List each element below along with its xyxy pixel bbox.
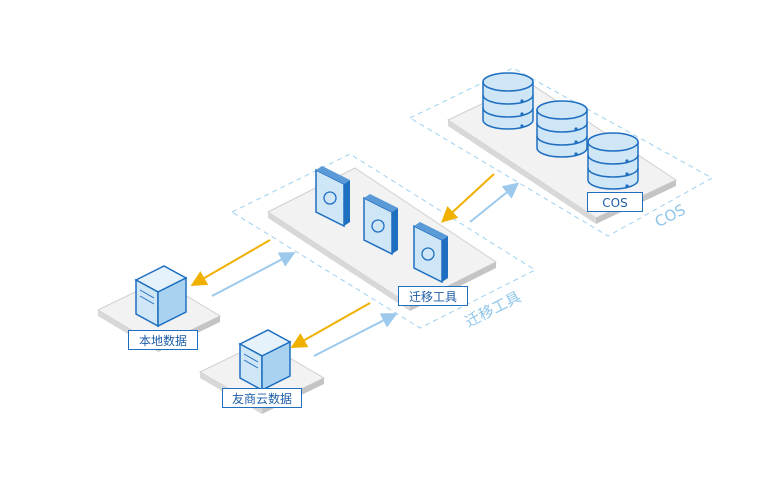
cos-to-tool-arrow — [441, 173, 495, 223]
tool-to-partner-arrow — [290, 302, 371, 348]
local-data-label: 本地数据 — [128, 330, 198, 350]
migration-tool-icon-1 — [315, 166, 350, 228]
partner-to-tool-arrow — [313, 313, 398, 357]
partner-server-icon — [238, 329, 292, 392]
tool-to-local-arrow — [190, 239, 271, 287]
local-to-tool-arrow — [211, 252, 296, 297]
partner-data-label: 友商云数据 — [222, 388, 302, 408]
tool-zone-outline — [230, 153, 537, 329]
database-icon-2 — [536, 100, 588, 158]
tool-to-cos-arrow — [469, 182, 520, 223]
cos-label: COS — [587, 192, 643, 212]
local-server-icon — [134, 265, 188, 328]
cos-zone-outline — [408, 67, 714, 237]
database-icon-1 — [482, 72, 534, 130]
migration-tool-label: 迁移工具 — [398, 286, 468, 306]
migration-tool-icon-2 — [363, 194, 398, 256]
migration-tool-icon-3 — [413, 222, 448, 284]
database-icon-3 — [587, 132, 639, 190]
